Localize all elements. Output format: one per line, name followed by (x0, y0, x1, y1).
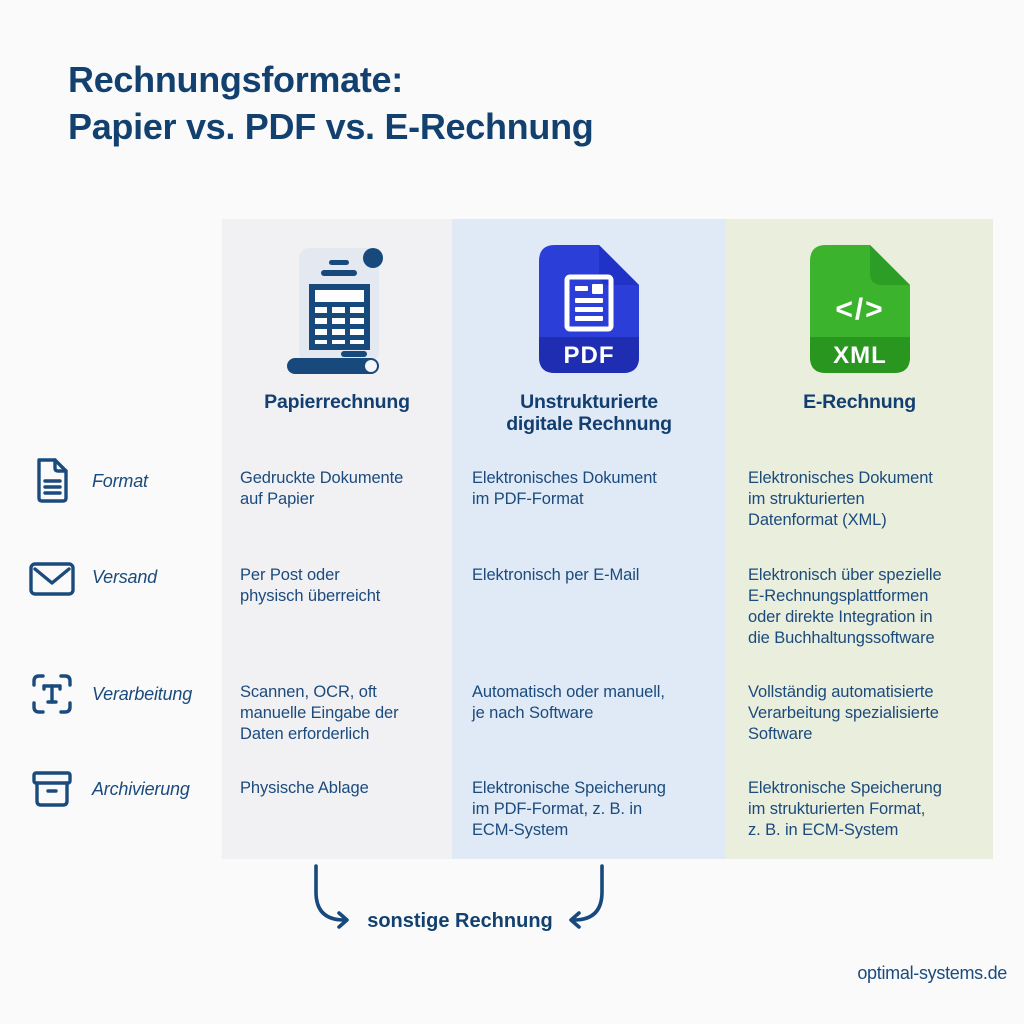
envelope-icon (28, 555, 76, 603)
cell-erechnung-archivierung: Elektronische Speicherung im strukturier… (748, 779, 942, 839)
pdf-file-icon: PDF (539, 245, 639, 373)
row-label-versand: Versand (92, 567, 157, 587)
xml-badge-label: XML (833, 342, 887, 369)
cell-pdf-format: Elektronisches Dokument im PDF-Format (472, 469, 657, 508)
pdf-document-lines-glyph (575, 284, 603, 321)
cell-papier-versand: Per Post oder physisch überreicht (240, 566, 381, 605)
sonstige-rechnung-connector-arrows (298, 860, 620, 932)
cell-pdf-verarbeitung: Automatisch oder manuell, je nach Softwa… (472, 683, 665, 722)
cell-papier-archivierung: Physische Ablage (240, 779, 369, 797)
row-label-format: Format (92, 471, 148, 491)
page-title: Rechnungsformate: Papier vs. PDF vs. E-R… (68, 56, 594, 150)
cell-erechnung-versand: Elektronisch über spezielle E-Rechnungsp… (748, 566, 942, 647)
code-brackets-glyph: </> (835, 293, 884, 326)
pdf-badge-label: PDF (564, 342, 615, 369)
paper-invoice-scroll-icon (281, 246, 393, 374)
sonstige-rechnung-label: sonstige Rechnung (367, 910, 553, 932)
page-title-line1: Rechnungsformate: (68, 59, 403, 100)
page-title-line2: Papier vs. PDF vs. E-Rechnung (68, 106, 594, 147)
xml-file-icon: </> XML (810, 245, 910, 373)
text-scan-ocr-icon (28, 670, 76, 718)
cell-papier-verarbeitung: Scannen, OCR, oft manuelle Eingabe der D… (240, 683, 399, 743)
document-icon (28, 457, 76, 505)
website-url: optimal-systems.de (857, 963, 1007, 983)
row-label-verarbeitung: Verarbeitung (92, 684, 193, 704)
row-label-archivierung: Archivierung (92, 779, 190, 799)
cell-papier-format: Gedruckte Dokumente auf Papier (240, 469, 404, 508)
column-header-e-rechnung: E-Rechnung (803, 391, 916, 413)
cell-pdf-archivierung: Elektronische Speicherung im PDF-Format,… (472, 779, 666, 839)
cell-erechnung-verarbeitung: Vollständig automatisierte Verarbeitung … (748, 683, 939, 743)
archive-box-icon (28, 765, 76, 813)
cell-pdf-versand: Elektronisch per E-Mail (472, 566, 640, 584)
column-header-digitale-rechnung: Unstrukturierte digitale Rechnung (506, 391, 672, 435)
cell-erechnung-format: Elektronisches Dokument im strukturierte… (748, 469, 933, 529)
column-header-papierrechnung: Papierrechnung (264, 391, 410, 413)
